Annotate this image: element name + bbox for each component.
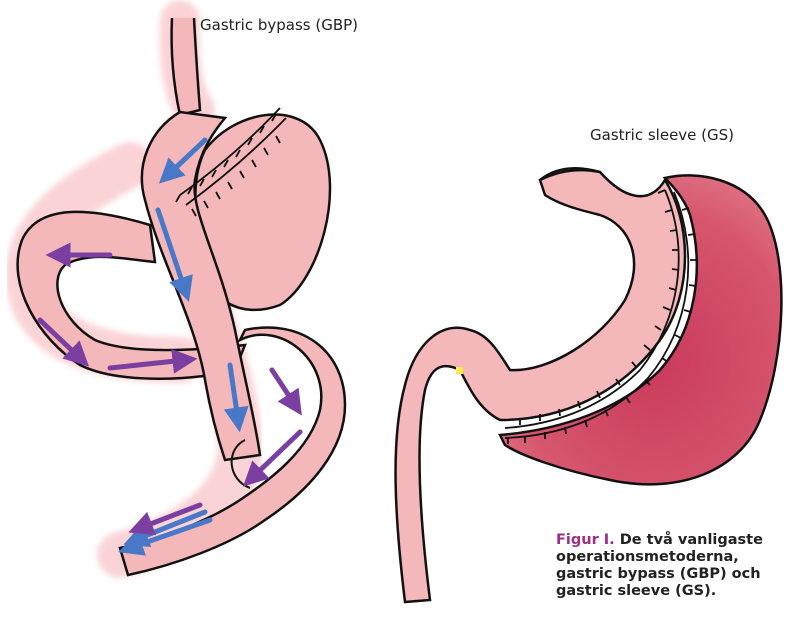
caption-line: De två vanligaste: [620, 532, 763, 548]
gs-title-label: Gastric sleeve (GS): [590, 126, 734, 144]
caption-line: gastric sleeve (GS).: [556, 583, 716, 599]
gastric-bypass-diagram: [18, 18, 345, 575]
purple-arrow: [272, 370, 295, 405]
figure-caption: Figur I. De två vanligaste operationsmet…: [556, 532, 782, 600]
caption-prefix: Figur I.: [556, 532, 615, 548]
caption-line: gastric bypass (GBP) och: [556, 566, 761, 582]
gbp-title-label: Gastric bypass (GBP): [200, 16, 358, 34]
caption-line: operationsmetoderna,: [556, 549, 739, 565]
highlight-dot: [456, 367, 463, 374]
